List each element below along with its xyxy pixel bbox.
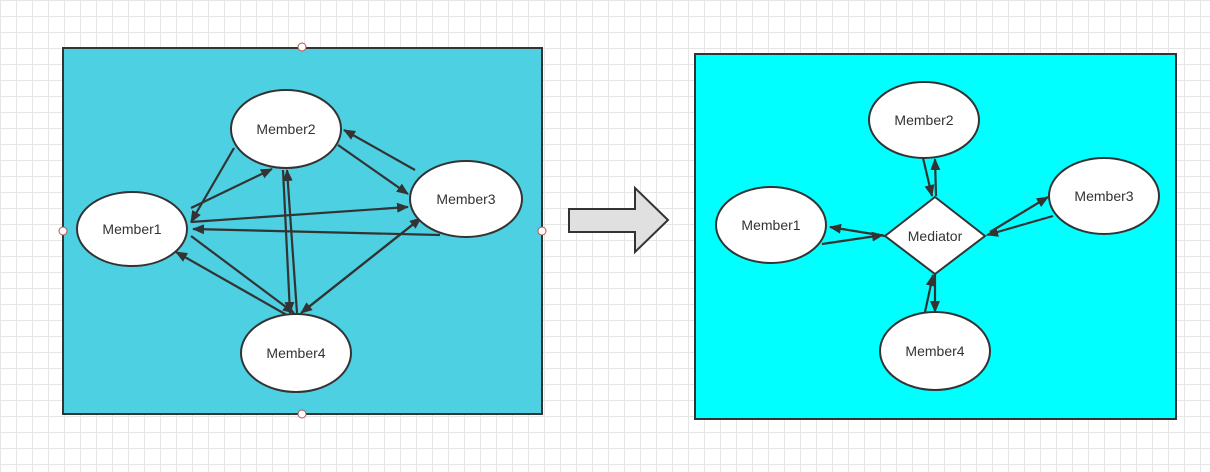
left-member2-shape[interactable] [230,89,342,169]
edge-mediator-to-member2 [930,158,941,197]
left-member3-label: Member3 [436,191,495,207]
resize-handle-top[interactable] [297,42,307,52]
left-node-member1[interactable]: Member1 [76,191,188,267]
edge-mediator-to-member3 [989,196,1049,233]
left-member2-label: Member2 [256,121,315,137]
edge-member4-to-mediator [923,274,936,313]
mediator-node[interactable]: Mediator [883,195,987,276]
edge-member4-to-member3 [304,217,422,311]
left-panel[interactable]: Member2 Member1 Member3 Member4 [58,42,547,419]
edge-member1-to-member4 [190,235,295,314]
edge-member2-to-member1 [190,147,235,223]
edge-member1-to-mediator [821,231,884,246]
left-member4-shape[interactable] [240,313,352,393]
right-member3-shape[interactable] [1048,157,1160,235]
edge-member3-to-mediator [986,214,1054,237]
edge-member2-to-member4 [281,169,295,314]
right-panel[interactable]: Member2 Member1 Member3 Member4 Mediator [694,53,1177,420]
right-edges [821,157,1054,313]
left-member3-shape[interactable] [409,160,523,238]
left-member1-shape[interactable] [76,191,188,267]
right-member4-shape[interactable] [879,311,991,391]
left-node-member4[interactable]: Member4 [240,313,352,393]
edge-member4-to-member1 [175,251,293,319]
right-node-member1[interactable]: Member1 [715,186,827,264]
right-node-member3[interactable]: Member3 [1048,157,1160,235]
edge-member1-to-member3 [190,202,409,224]
left-node-member3[interactable]: Member3 [409,160,523,238]
right-node-member2[interactable]: Member2 [868,81,980,159]
edge-member3-to-member1 [192,224,441,237]
resize-handle-bottom[interactable] [297,409,307,419]
left-member4-label: Member4 [266,345,325,361]
left-node-member2[interactable]: Member2 [230,89,342,169]
right-member2-shape[interactable] [868,81,980,159]
right-member4-label: Member4 [905,343,964,359]
mediator-diamond-shape[interactable] [883,195,987,276]
right-member1-label: Member1 [741,217,800,233]
left-member1-label: Member1 [102,221,161,237]
right-node-member4[interactable]: Member4 [879,311,991,391]
mediator-label: Mediator [908,228,963,244]
left-edges [175,129,441,319]
resize-handle-left[interactable] [58,226,68,236]
edge-mediator-to-member1 [829,223,886,238]
transition-arrow-shape[interactable] [568,185,670,255]
right-member2-label: Member2 [894,112,953,128]
edge-member2-to-member3 [337,144,409,195]
right-member3-label: Member3 [1074,188,1133,204]
edge-member4-to-member2 [282,169,299,314]
edge-member3-to-member2 [343,129,416,171]
edge-member2-to-mediator [921,157,935,197]
edge-member1-to-member2 [190,168,273,209]
resize-handle-right[interactable] [537,226,547,236]
right-member1-shape[interactable] [715,186,827,264]
